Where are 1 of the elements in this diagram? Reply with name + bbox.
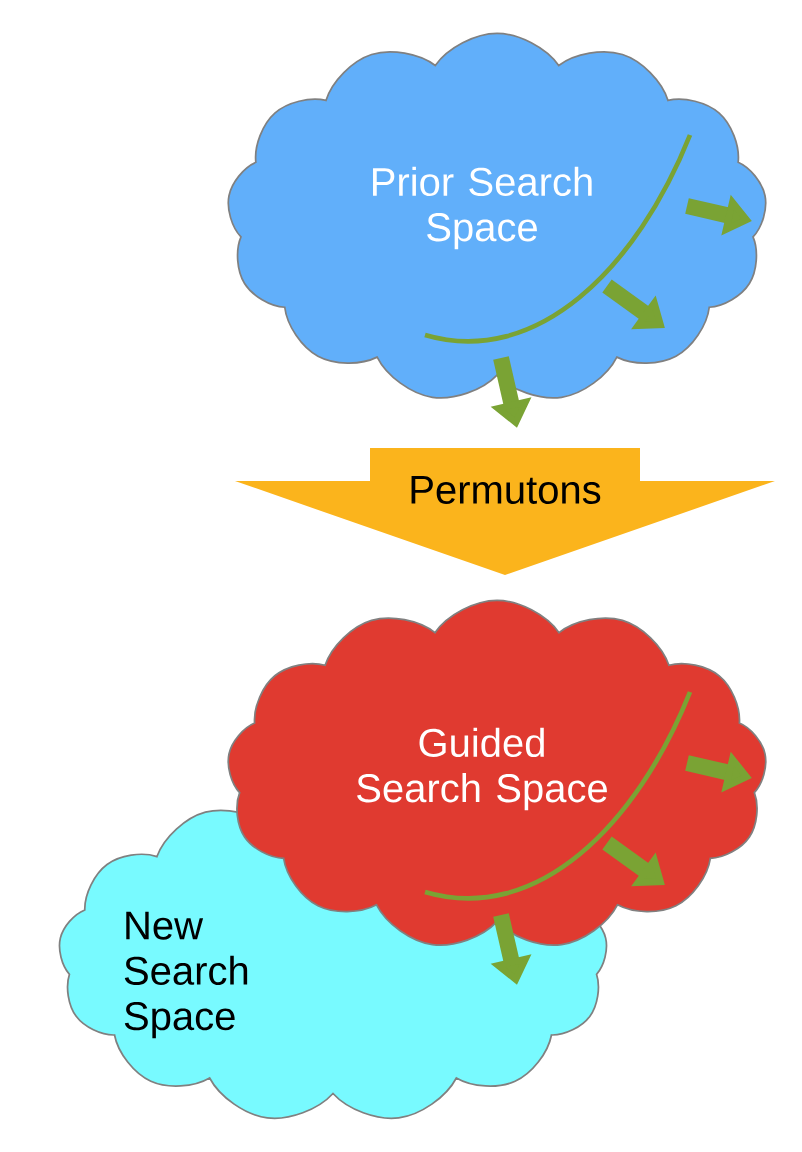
down-arrow-band: Permutons bbox=[235, 448, 775, 575]
